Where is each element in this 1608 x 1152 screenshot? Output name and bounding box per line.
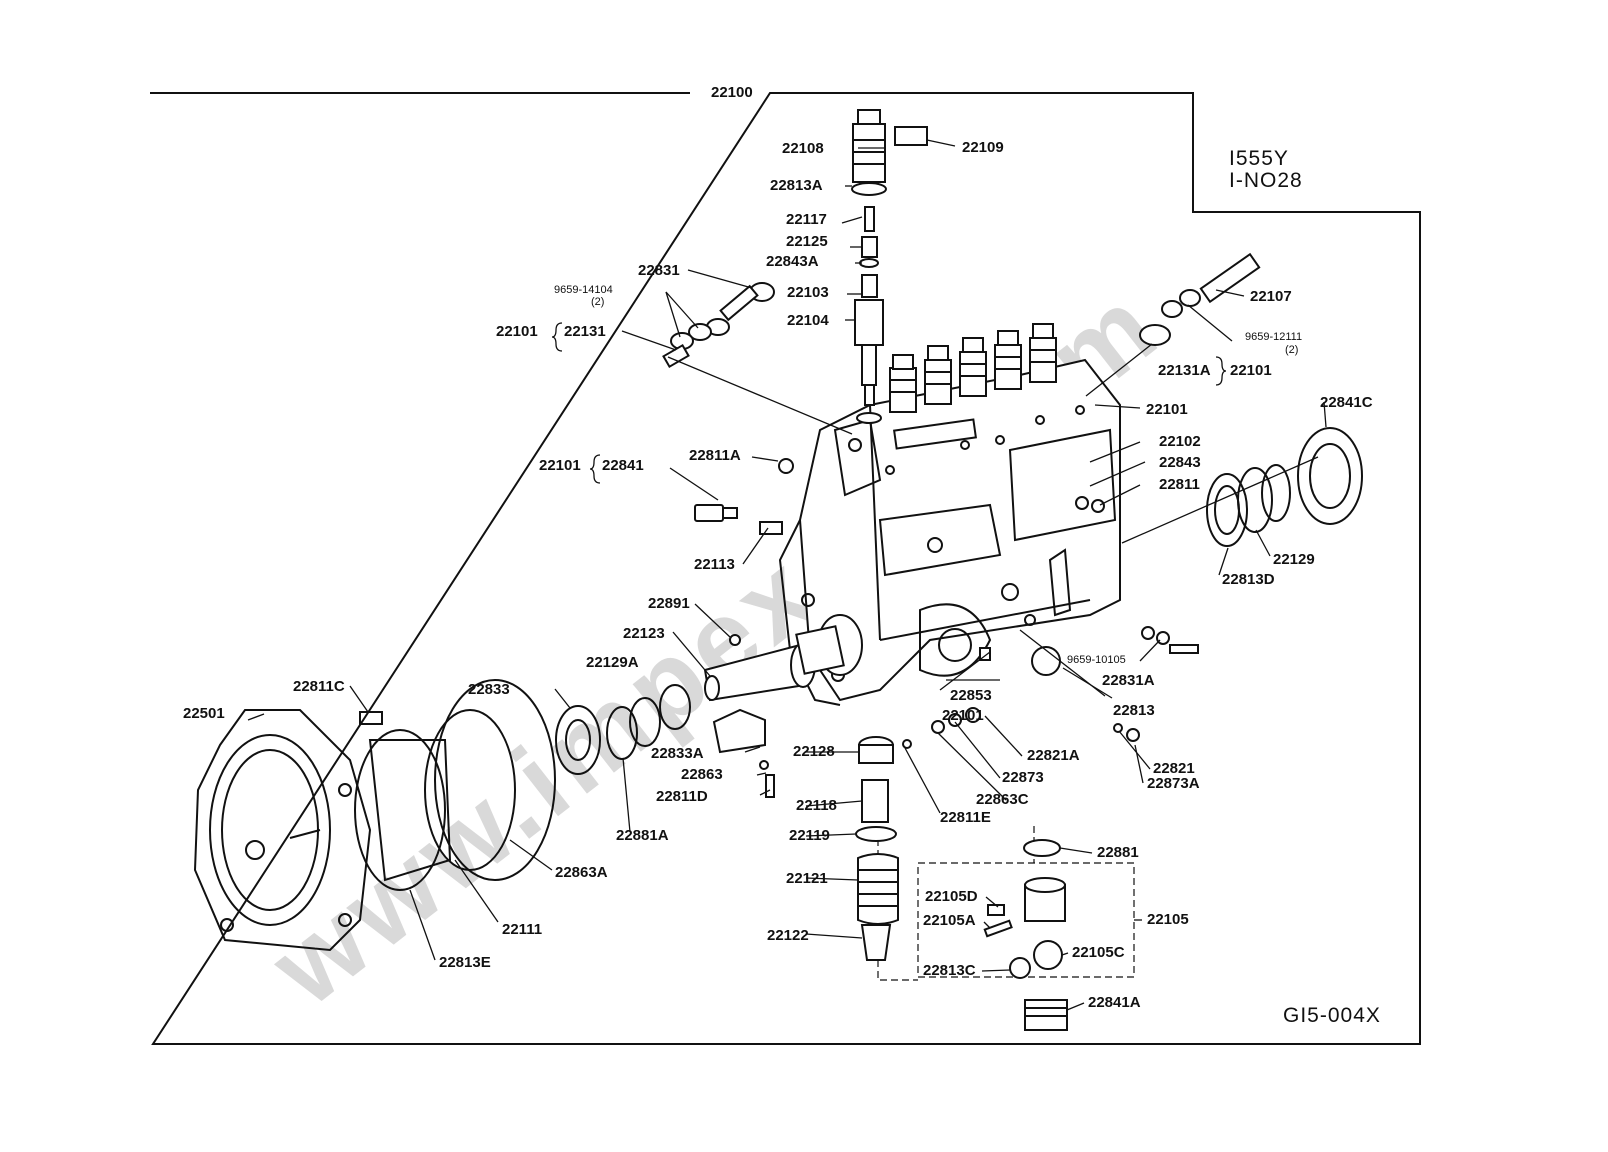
- part-label: 22821: [1153, 760, 1195, 777]
- part-label: 22841: [602, 457, 644, 474]
- bolt-22831-stack: [662, 282, 775, 369]
- sub-assembly-22105-boundary: [917, 862, 1135, 978]
- part-label: 22811: [1159, 476, 1200, 493]
- part-label: 22125: [786, 233, 828, 250]
- part-label: 22811A: [689, 447, 741, 464]
- part-label: 22107: [1250, 288, 1292, 305]
- sub-label-22813C: 22813C: [923, 962, 976, 979]
- part-label: 22821A: [1027, 747, 1080, 764]
- model-code-line2: I-NO28: [1229, 169, 1303, 192]
- assembly-number-label: 22100: [711, 84, 753, 101]
- tappet-stack: [855, 736, 899, 961]
- part-label: 22873A: [1147, 775, 1200, 792]
- part-label: 22811C: [293, 678, 345, 695]
- part-label: 22833: [468, 681, 510, 698]
- part-label: 22121: [786, 870, 828, 887]
- part-label: 22843: [1159, 454, 1201, 471]
- part-label: 9659-12111: [1245, 331, 1303, 343]
- part-label: 22111: [502, 921, 543, 938]
- left-flange-stack: [354, 679, 691, 891]
- part-label: 22108: [782, 140, 824, 157]
- part-label: 22501: [183, 705, 225, 722]
- group-brackets: [551, 322, 1227, 484]
- part-label: 22101: [539, 457, 581, 474]
- part-label: 22843A: [766, 253, 819, 270]
- part-label: 22131: [564, 323, 606, 340]
- part-label: 22123: [623, 625, 665, 642]
- model-code-line1: I555Y: [1229, 147, 1289, 170]
- part-label: 22863A: [555, 864, 608, 881]
- part-label: 22129: [1273, 551, 1315, 568]
- pump-body: [778, 358, 1121, 706]
- housing-22501: [193, 709, 372, 952]
- part-label: 22881A: [616, 827, 669, 844]
- part-label: 22813E: [439, 954, 491, 971]
- camshaft: [703, 614, 863, 702]
- figure-code: GI5-004X: [1283, 1004, 1381, 1027]
- assembly-boundary: [150, 92, 1421, 1045]
- leader-lines: [247, 139, 1327, 1011]
- part-label: 22101: [1230, 362, 1272, 379]
- part-label: 22101: [496, 323, 538, 340]
- sub-assembly-22105-parts: [983, 839, 1068, 1031]
- sub-label-22841A: 22841A: [1088, 994, 1141, 1011]
- part-label: 22104: [787, 312, 829, 329]
- fitting-22107-stack: [1139, 252, 1261, 346]
- part-label: 22873: [1002, 769, 1044, 786]
- part-label: 22118: [796, 797, 837, 814]
- part-label: 22833A: [651, 745, 704, 762]
- part-label: 22811D: [656, 788, 708, 805]
- part-label: 22891: [648, 595, 690, 612]
- part-label: 22841C: [1320, 394, 1373, 411]
- part-label: 9659-10105: [1067, 654, 1126, 666]
- part-label: 22813D: [1222, 571, 1275, 588]
- part-label: 22119: [789, 827, 830, 844]
- part-label: 22831A: [1102, 672, 1155, 689]
- sub-label-22105C: 22105C: [1072, 944, 1125, 961]
- part-label: 9659-14104: [554, 284, 613, 296]
- part-label: 22863: [681, 766, 723, 783]
- misc-small-parts: [694, 458, 1199, 798]
- part-label: 22102: [1159, 433, 1201, 450]
- part-label: 22831: [638, 262, 680, 279]
- part-label: 22109: [962, 139, 1004, 156]
- sub-label-22105A: 22105A: [923, 912, 976, 929]
- part-label: 22813: [1113, 702, 1155, 719]
- part-label: 22113: [694, 556, 735, 573]
- part-label: 22101: [942, 707, 984, 724]
- part-label: 22811E: [940, 809, 991, 826]
- part-label: 22853: [950, 687, 992, 704]
- part-label: 22863C: [976, 791, 1029, 808]
- part-label: 22103: [787, 284, 829, 301]
- part-label: 22813A: [770, 177, 823, 194]
- part-label: 22128: [793, 743, 835, 760]
- right-bearing-stack: [1206, 427, 1363, 547]
- part-label: 22122: [767, 927, 809, 944]
- part-label: 22101: [1146, 401, 1188, 418]
- part-label: (2): [591, 296, 605, 308]
- part-label: (2): [1285, 344, 1299, 356]
- part-label: 22117: [786, 211, 827, 228]
- part-label: 22131A: [1158, 362, 1211, 379]
- sub-label-22105: 22105: [1147, 911, 1189, 928]
- part-label: 22129A: [586, 654, 639, 671]
- sub-label-22881: 22881: [1097, 844, 1139, 861]
- sub-label-22105D: 22105D: [925, 888, 978, 905]
- delivery-valve-holders: [889, 323, 1057, 413]
